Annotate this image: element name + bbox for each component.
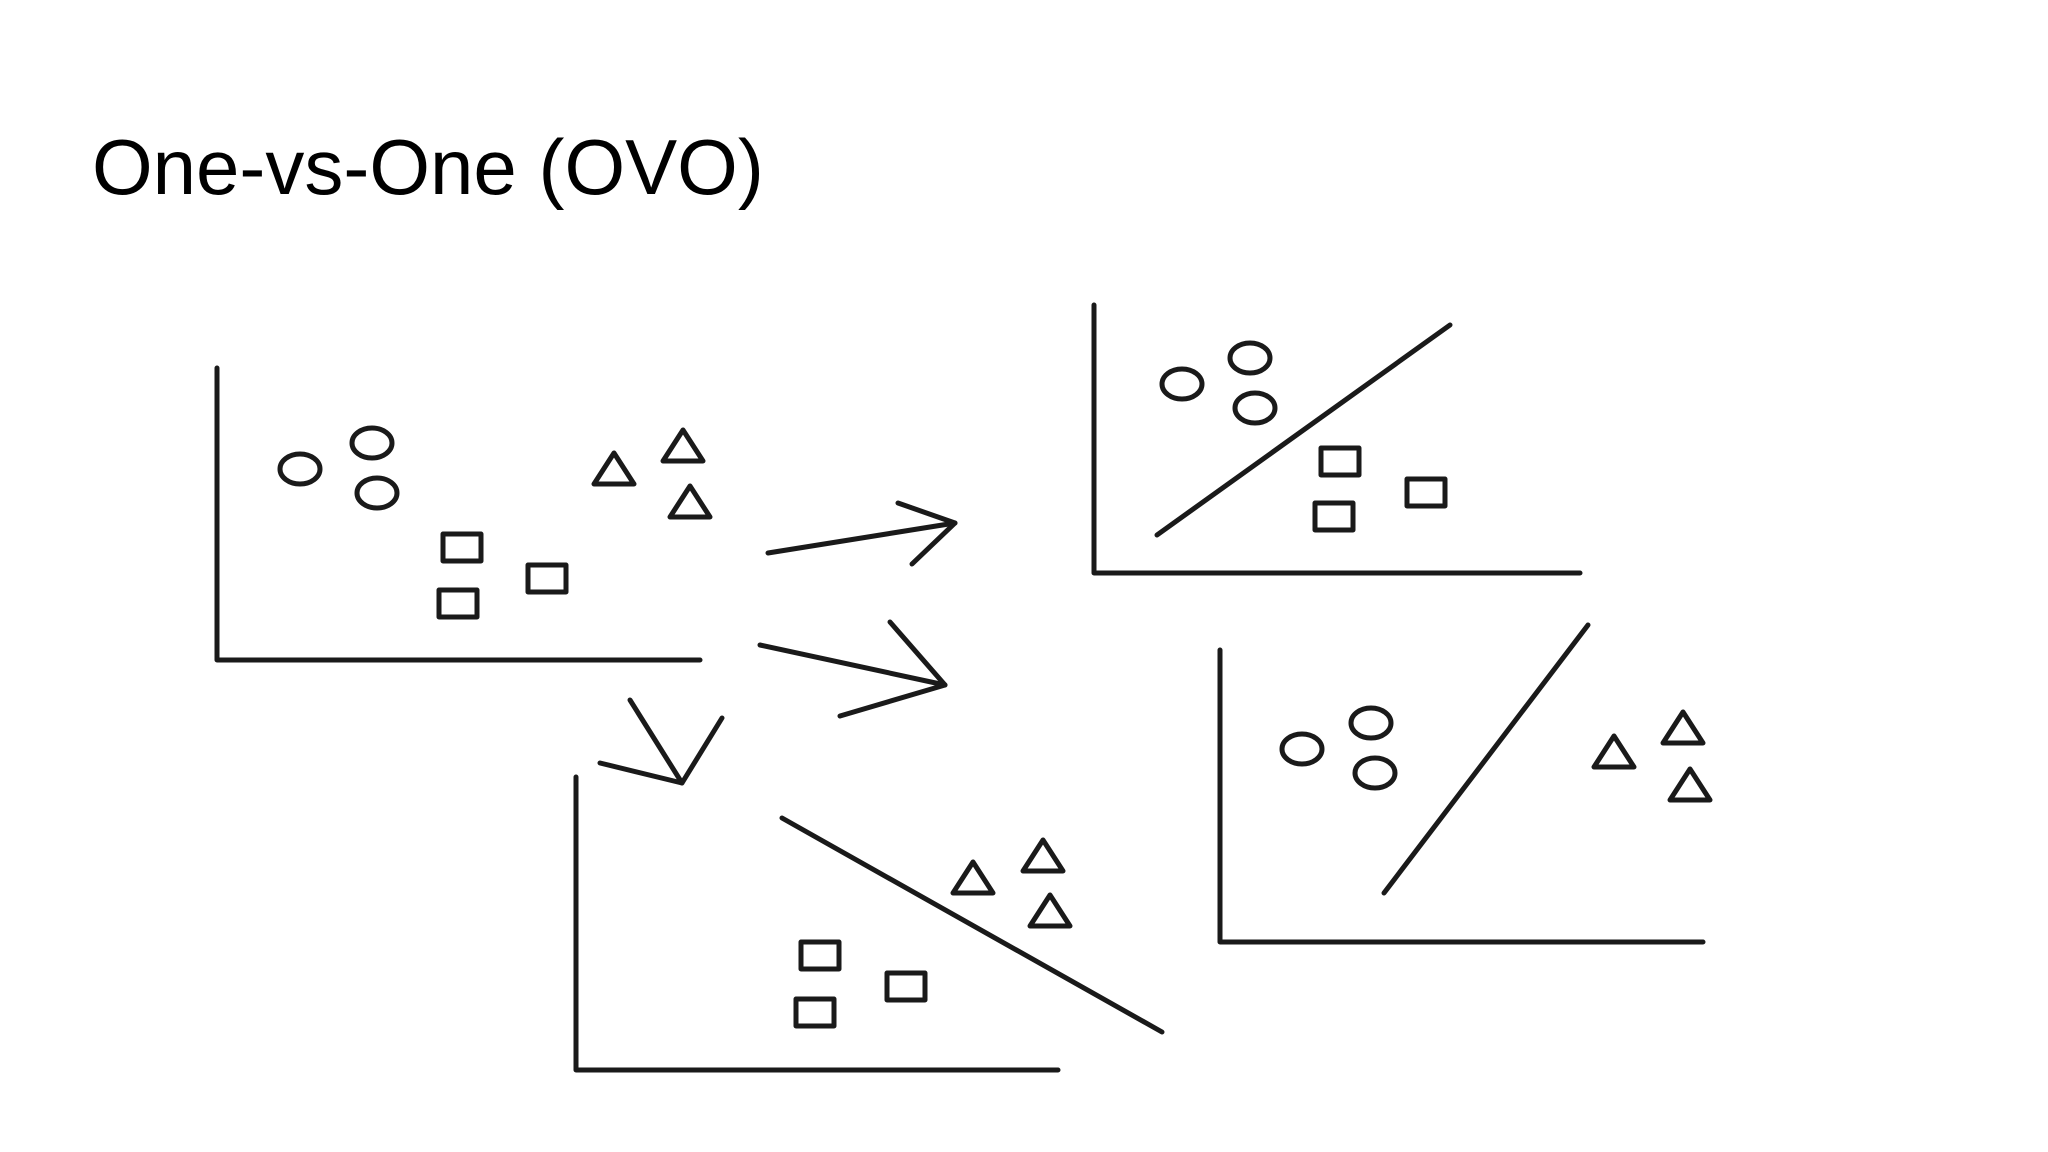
plot-square-vs-triangle: [573, 774, 1165, 1073]
arrows: [597, 500, 958, 786]
arrow-to-square-vs-triangle: [597, 697, 725, 786]
triangle-point: [594, 453, 634, 484]
class-circle-group: [280, 428, 397, 508]
plot-circle-vs-square: [1091, 302, 1583, 576]
square-point: [443, 534, 481, 561]
circle-point: [1235, 393, 1275, 423]
square-point: [1315, 503, 1353, 530]
square-point: [1407, 479, 1445, 506]
triangle-point: [1670, 769, 1710, 800]
square-point: [1321, 448, 1359, 475]
square-point: [796, 999, 834, 1026]
class-square-group: [439, 534, 566, 617]
triangle-point: [1023, 840, 1063, 871]
circle-point: [352, 428, 392, 458]
square-point: [801, 942, 839, 969]
circle-point: [1230, 343, 1270, 373]
circle-point: [280, 454, 320, 484]
source-plot: [214, 365, 710, 663]
decision-boundary: [1381, 622, 1591, 896]
plot-circle-vs-triangle: [1217, 622, 1710, 945]
square-point: [439, 590, 477, 617]
circle-point: [1351, 708, 1391, 738]
triangle-point: [1594, 736, 1634, 767]
arrow-to-circle-vs-triangle: [757, 619, 948, 719]
circle-point: [1355, 758, 1395, 788]
circle-point: [1282, 734, 1322, 764]
decision-boundary: [1154, 322, 1453, 538]
plot-axes: [573, 774, 1061, 1073]
slide-title: One-vs-One (OVO): [92, 123, 764, 211]
circle-point: [357, 478, 397, 508]
source-plot-axes: [214, 365, 703, 663]
square-point: [528, 565, 566, 592]
triangle-point: [953, 862, 993, 893]
decision-boundary: [779, 815, 1165, 1035]
triangle-point: [670, 486, 710, 517]
arrow-to-circle-vs-square: [765, 500, 958, 567]
class-triangle-group: [594, 430, 710, 517]
square-point: [887, 973, 925, 1000]
plot-axes: [1091, 302, 1583, 576]
circle-point: [1162, 369, 1202, 399]
plot-axes: [1217, 647, 1706, 945]
triangle-point: [663, 430, 703, 461]
triangle-point: [1663, 712, 1703, 743]
triangle-point: [1030, 895, 1070, 926]
